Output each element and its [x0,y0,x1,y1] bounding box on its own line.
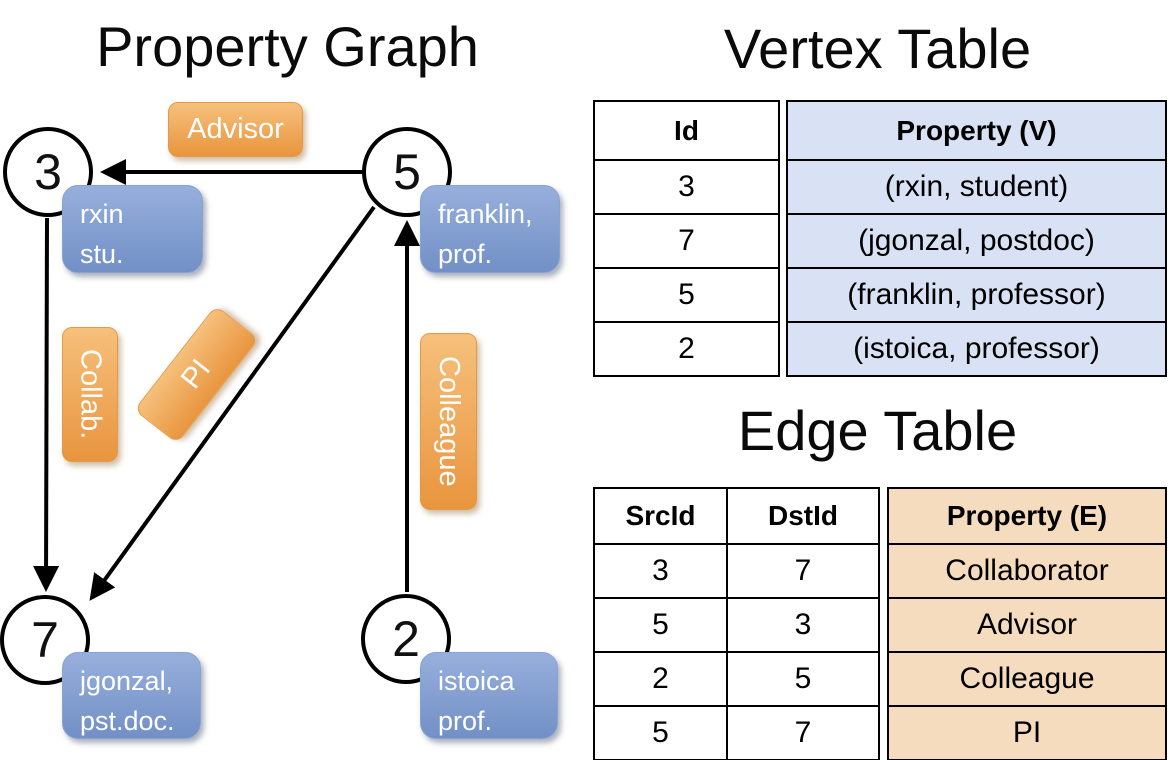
edge-table-srcid-column: SrcId 3 5 2 5 [595,489,728,759]
vertex-property-line: rxin [80,199,124,229]
table-cell: 7 [728,705,878,759]
vertex-table-property-column: Property (V) (rxin, student) (jgonzal, p… [786,100,1167,377]
vertex-property-box-2: istoica prof. [420,652,558,739]
property-graph-title: Property Graph [96,15,479,78]
vertex-table: Id 3 7 5 2 Property (V) (rxin, student) … [593,100,1167,377]
graph-edges [33,159,420,601]
edge-label-colleague: Colleague [420,333,477,510]
edge-table: SrcId 3 5 2 5 DstId 7 3 5 7 Property (E)… [593,487,1167,760]
table-cell: 7 [728,543,878,597]
table-cell: 7 [595,213,778,267]
vertex-property-box-3: rxin stu. [62,185,203,273]
edge-table-id-columns: SrcId 3 5 2 5 DstId 7 3 5 7 [593,487,880,760]
table-cell: (franklin, professor) [788,267,1165,321]
vertex-property-line: pst.doc. [80,705,175,736]
table-cell: 5 [728,651,878,705]
edge-table-title: Edge Table [737,399,1018,462]
edge-table-header-dstid: DstId [768,500,838,531]
graph-node-2: 2 [361,594,451,684]
graph-node-5: 5 [362,127,452,217]
table-cell: 3 [595,159,778,213]
table-cell: 5 [595,267,778,321]
table-cell: (rxin, student) [788,159,1165,213]
vertex-property-box-5: franklin, prof. [420,185,560,273]
edge-table-dstid-column: DstId 7 3 5 7 [728,489,878,759]
vertex-table-title: Vertex Table [723,17,1032,80]
table-cell: Advisor [889,597,1165,651]
vertex-table-header-id: Id [674,114,699,146]
table-cell: (jgonzal, postdoc) [788,213,1165,267]
vertex-property-line: franklin, [438,199,533,229]
table-cell: (istoica, professor) [788,321,1165,375]
vertex-property-line: istoica [438,666,515,696]
vertex-property-line: prof. [438,238,493,269]
table-cell: PI [889,705,1165,759]
table-cell: 5 [595,597,726,651]
vertex-property-line: prof. [438,705,493,736]
edge-label-collab: Collab. [62,327,118,462]
vertex-table-id-column: Id 3 7 5 2 [593,100,780,377]
table-cell: 3 [595,543,726,597]
table-cell: 2 [595,651,726,705]
vertex-property-line: jgonzal, [80,666,174,696]
vertex-property-line: stu. [80,238,124,269]
table-cell: Collaborator [889,543,1165,597]
edge-3-to-7-arrow [33,217,60,592]
table-cell: 3 [728,597,878,651]
edge-table-property-column: Property (E) Collaborator Advisor Collea… [887,487,1167,760]
edge-5-to-7-arrow [89,205,376,601]
edge-label-advisor: Advisor [168,102,303,157]
table-cell: Colleague [889,651,1165,705]
edge-table-header-property: Property (E) [946,500,1108,531]
vertex-property-box-7: jgonzal, pst.doc. [62,652,201,739]
edge-table-header-srcid: SrcId [625,500,696,531]
table-cell: 2 [595,321,778,375]
table-cell: 5 [595,705,726,759]
vertex-table-header-property: Property (V) [896,114,1057,146]
